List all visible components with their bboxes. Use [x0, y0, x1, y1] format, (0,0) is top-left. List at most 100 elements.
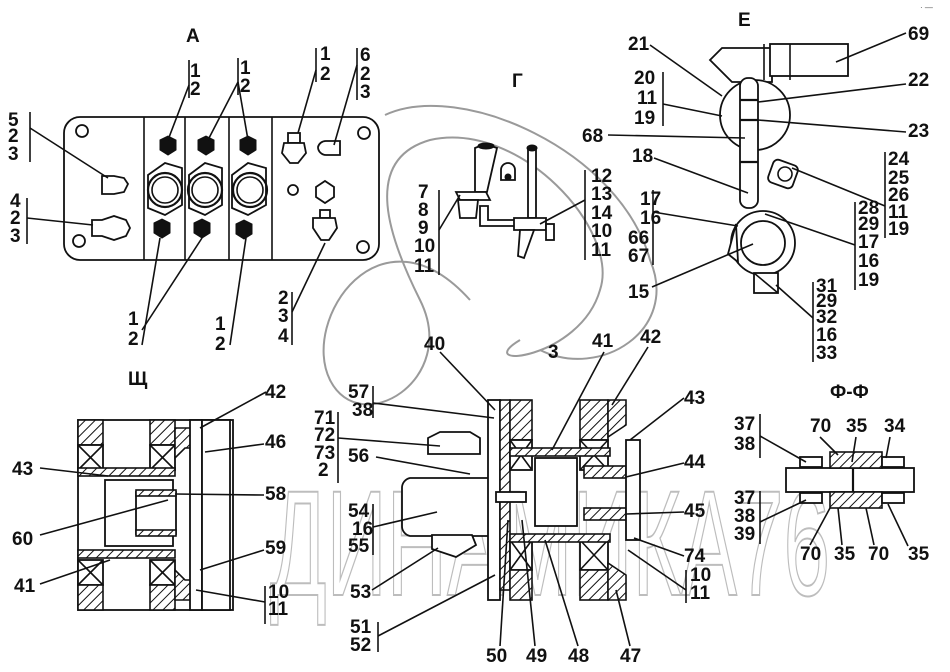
callout-49: 49 — [526, 646, 547, 667]
callout-number: 19 — [888, 219, 909, 240]
callout-number: 5 — [8, 110, 19, 131]
callout-number: 10 — [414, 236, 435, 257]
callout-47: 47 — [620, 646, 641, 667]
callout-number: 38 — [352, 400, 373, 421]
callout-number: 6 — [360, 45, 371, 66]
callout-12-13-14-10-11: 12 13 14 10 11 — [539, 166, 613, 261]
callout-60: 60 — [12, 529, 33, 550]
callout-number: 1 — [320, 44, 331, 65]
callout-number: 19 — [634, 108, 655, 129]
callout-48: 48 — [568, 646, 589, 667]
callout-1-2-bot1: 1 2 — [128, 237, 203, 350]
callouts-view-a: 5 2 3 4 2 3 1 2 1 2 — [8, 44, 371, 355]
callout-number: 1 — [215, 314, 226, 335]
callout-number: 2 — [278, 288, 289, 309]
callout-number: 3 — [10, 226, 21, 247]
callout-number: 71 — [314, 408, 336, 429]
callout-45: 45 — [684, 501, 706, 522]
callout-41: 41 — [14, 576, 36, 597]
callout-74: 74 — [684, 546, 706, 567]
callout-10-11-main: 10 11 — [627, 549, 711, 604]
lever-assembly — [454, 142, 555, 260]
callout-number: 2 — [8, 126, 19, 147]
callout-number: 10 — [690, 565, 711, 586]
callout-number: 10 — [268, 582, 289, 603]
callout-44: 44 — [684, 452, 706, 473]
callout-number: 17 — [858, 232, 879, 253]
callout-28-29-17-16-19: 28 29 17 16 19 — [764, 198, 879, 291]
callout-2-3-4: 2 3 4 — [278, 242, 326, 347]
callout-number: 9 — [418, 218, 429, 239]
callout-number: 20 — [634, 68, 655, 89]
callout-43: 43 — [684, 388, 705, 409]
callout-number: 2 — [190, 79, 201, 100]
callout-15: 15 — [628, 282, 650, 303]
callout-number: 19 — [858, 270, 879, 291]
callout-number: 38 — [734, 434, 755, 455]
view-ff-title: Ф-Ф — [830, 382, 869, 403]
callout-number: 37 — [734, 488, 755, 509]
callout-number: 17 — [640, 189, 661, 210]
callout-number: 1 — [128, 309, 139, 330]
callout-35-a: 35 — [846, 416, 868, 437]
callout-number: 11 — [268, 599, 289, 620]
view-e-title: Е — [738, 10, 751, 31]
callout-4-2-3: 4 2 3 — [10, 191, 94, 247]
callout-number: 33 — [816, 343, 837, 364]
callout-24-25-26-11-19: 24 25 26 11 19 — [791, 149, 910, 240]
callout-number: 37 — [734, 414, 755, 435]
callout-21: 21 — [628, 34, 650, 55]
section-ff — [785, 451, 915, 509]
callouts-view-shch: 42 46 43 58 60 59 41 10 11 — [12, 382, 289, 624]
mount-hole — [75, 124, 89, 138]
callout-35-c: 35 — [908, 544, 930, 565]
section-shch — [77, 419, 234, 611]
callout-number: 55 — [348, 536, 370, 557]
view-a: А — [8, 26, 380, 355]
callout-57-38: 57 38 — [348, 382, 495, 421]
callout-51-52: 51 52 — [350, 574, 496, 656]
callout-46: 46 — [265, 432, 286, 453]
callout-1-2-top2: 1 2 — [207, 58, 251, 141]
callout-number: 10 — [591, 221, 612, 242]
callouts-view-e: 21 69 22 23 20 11 19 68 18 24 25 26 — [582, 24, 929, 364]
callout-number: 26 — [888, 185, 909, 206]
callout-number: 4 — [278, 326, 289, 347]
callout-20-11-19: 20 11 19 — [634, 68, 723, 129]
view-shch: Щ 42 — [12, 369, 289, 624]
callout-5-2-3: 5 2 3 — [8, 110, 109, 179]
callout-number: 12 — [591, 166, 612, 187]
callout-number: 57 — [348, 382, 369, 403]
callout-23: 23 — [908, 121, 929, 142]
callout-10-11-shch: 10 11 — [195, 582, 289, 624]
callout-number: 54 — [348, 501, 370, 522]
callouts-view-ff: 37 38 70 35 34 37 38 39 70 35 70 — [734, 414, 930, 565]
main-section — [401, 399, 641, 601]
callout-17-16-66-67: 17 16 66 67 — [628, 189, 739, 267]
callout-42: 42 — [265, 382, 286, 403]
mount-hole — [72, 234, 86, 248]
callout-37-38: 37 38 — [734, 414, 807, 463]
callout-number: 73 — [314, 443, 335, 464]
callout-56: 56 — [348, 446, 369, 467]
callout-number: 16 — [858, 251, 879, 272]
callout-54-16-55: 54 16 55 — [348, 501, 438, 557]
callout-number: 4 — [10, 191, 21, 212]
callout-number: 2 — [215, 334, 226, 355]
callout-number: 3 — [8, 144, 19, 165]
callout-number: 11 — [690, 583, 711, 604]
callout-7-8-9-10-11: 7 8 9 10 11 — [414, 182, 461, 277]
callout-1-2-top1: 1 2 — [167, 60, 201, 141]
view-e: Е 21 69 22 23 — [582, 10, 929, 364]
callout-number: 2 — [318, 460, 329, 481]
filter-assembly — [708, 43, 849, 294]
view-ff: Ф-Ф 37 38 70 35 34 37 — [734, 382, 930, 565]
callout-number: 3 — [360, 82, 371, 103]
callout-number: 38 — [734, 506, 755, 527]
callout-number: 25 — [888, 168, 910, 189]
callout-40: 40 — [424, 334, 445, 355]
callout-number: 72 — [314, 425, 335, 446]
callout-number: 52 — [350, 635, 371, 656]
callout-1-2-top3: 1 2 — [297, 44, 331, 134]
